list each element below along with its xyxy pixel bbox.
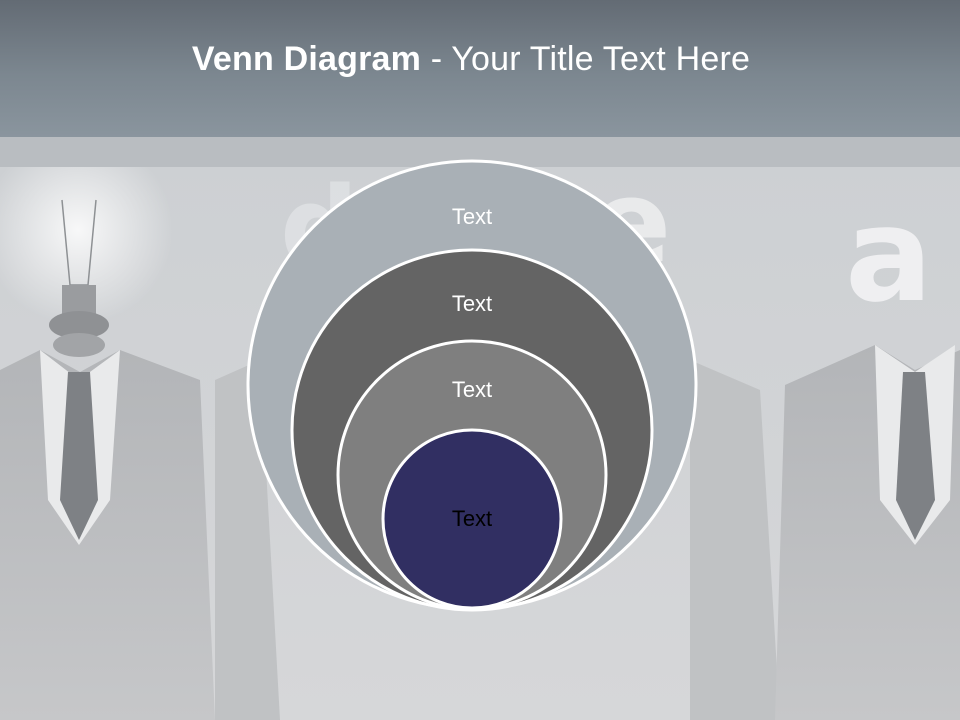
slide-title: Venn Diagram - Your Title Text Here (0, 40, 942, 79)
venn-circle-2-label: Text (452, 291, 492, 316)
venn-circle-3-label: Text (452, 377, 492, 402)
suit-right (775, 345, 960, 720)
suit-center-right (690, 360, 780, 720)
venn-circle-4-label: Text (452, 506, 492, 531)
title-bold: Venn Diagram (191, 40, 422, 78)
title-rest: - Your Title Text Here (421, 40, 751, 78)
lightbulb-icon (0, 135, 173, 325)
bg-letter-a: a (845, 179, 933, 331)
venn-circle-1-label: Text (452, 204, 492, 229)
suit-left (0, 350, 215, 720)
venn-circle-4[interactable]: Text (381, 428, 563, 610)
title-bar: Venn Diagram - Your Title Text Here (0, 0, 960, 137)
